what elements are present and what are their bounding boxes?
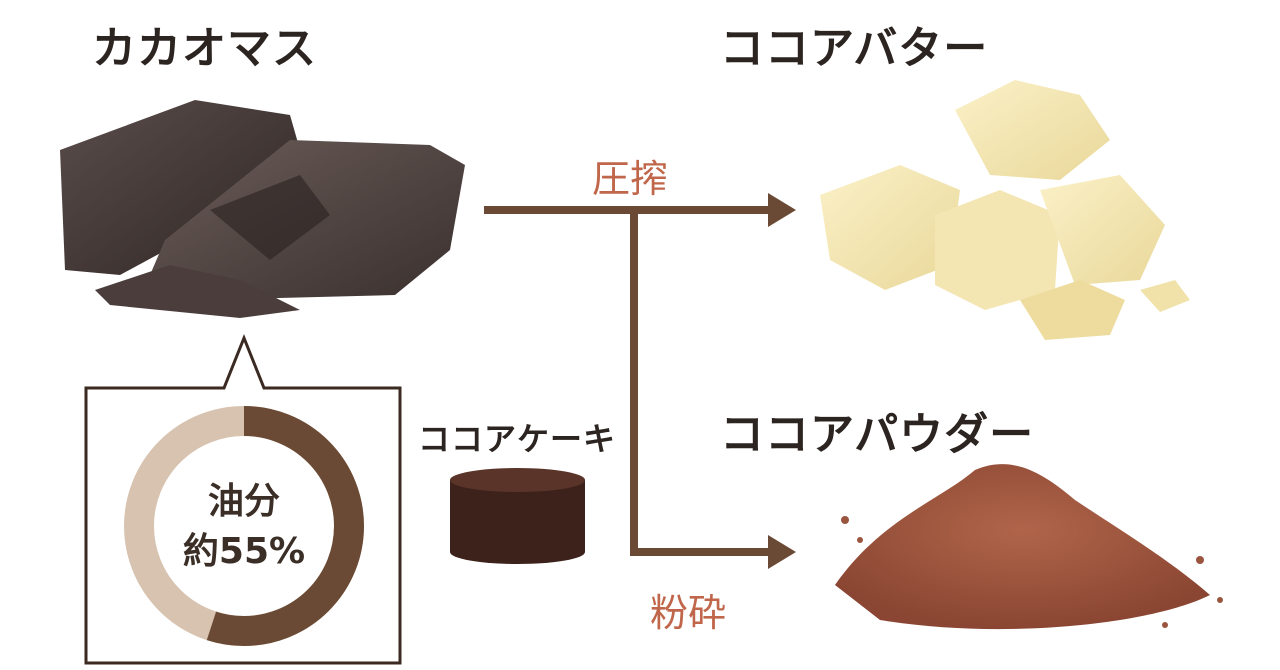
cacao-mass-label: カカオマス — [92, 23, 317, 74]
oil-content-value: 約55% — [182, 531, 306, 572]
cocoa-cake-label: ココアケーキ — [418, 420, 617, 458]
cocoa-cake-image — [450, 468, 585, 564]
grind-process-label: 粉砕 — [650, 591, 727, 635]
cacao-mass-image — [60, 100, 465, 318]
arrow-head-icon — [768, 535, 796, 569]
process-arrows — [484, 193, 796, 569]
cocoa-powder-image — [835, 464, 1223, 630]
cocoa-powder-label: ココアパウダー — [720, 409, 1035, 460]
press-process-label: 圧搾 — [592, 157, 669, 201]
oil-content-label: 油分 — [207, 481, 280, 522]
cocoa-butter-label: ココアバター — [720, 23, 989, 74]
cocoa-butter-image — [820, 80, 1190, 340]
arrow-head-icon — [768, 193, 796, 227]
oil-content-ring — [124, 406, 364, 646]
